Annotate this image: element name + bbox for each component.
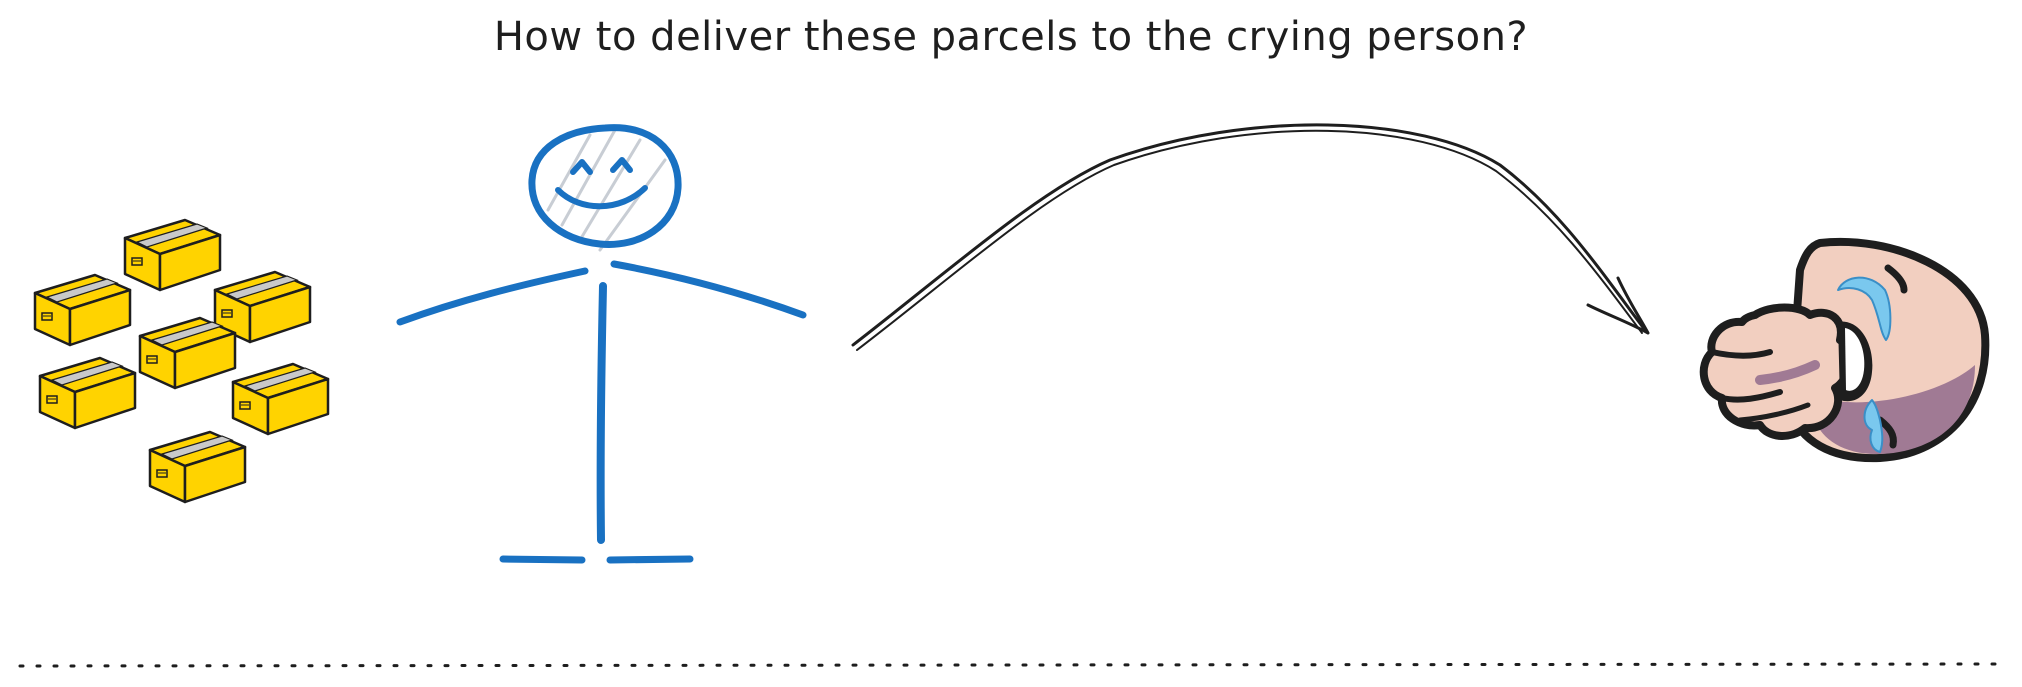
parcel-box-icon bbox=[231, 362, 330, 436]
parcel-box-icon bbox=[138, 316, 237, 390]
smiling-stick-figure-icon bbox=[396, 124, 807, 564]
parcel-box-icon bbox=[38, 356, 137, 430]
curved-arrow-icon bbox=[851, 123, 1650, 351]
parcel-box-icon bbox=[33, 273, 132, 347]
parcel-group bbox=[33, 218, 330, 504]
parcel-box-icon bbox=[148, 430, 247, 504]
dotted-ground-line bbox=[18, 662, 2004, 668]
parcel-box-icon bbox=[123, 218, 222, 292]
question-title: How to deliver these parcels to the cryi… bbox=[493, 14, 1529, 60]
crying-face-icon bbox=[1699, 237, 1990, 463]
